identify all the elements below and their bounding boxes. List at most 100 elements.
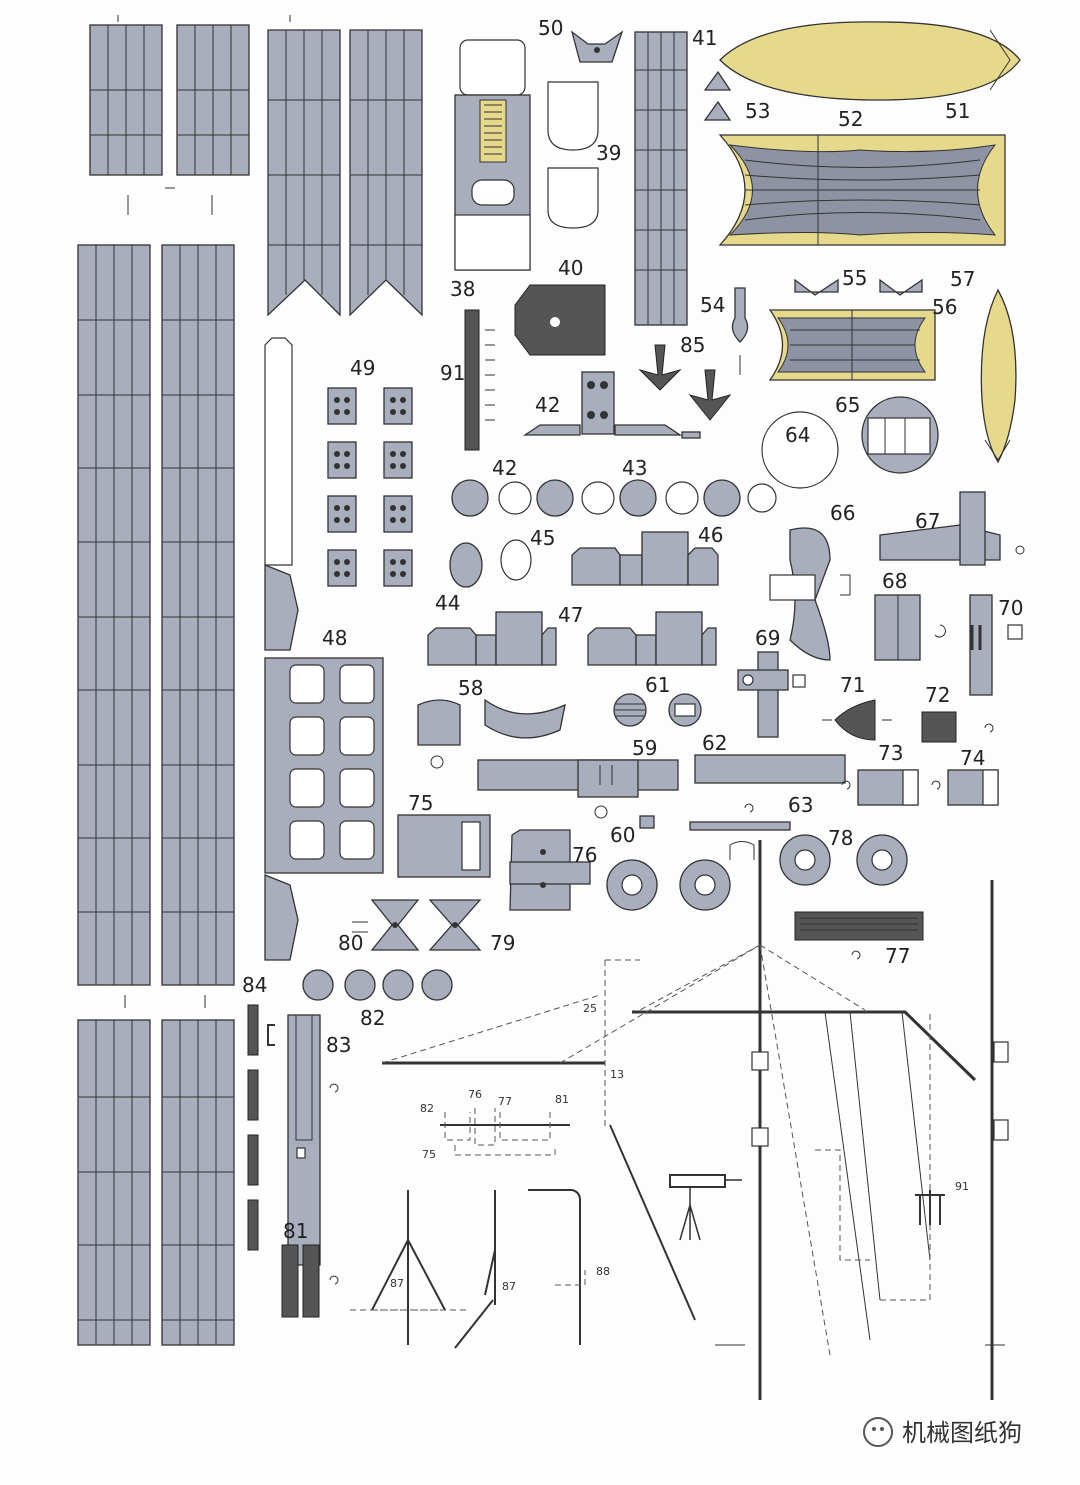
part-52-lifeboat-hull [718, 134, 1006, 246]
wechat-logo-icon [863, 1417, 893, 1447]
part-64-disc [761, 411, 839, 489]
part-58 [417, 698, 566, 769]
diagram-label-87-b: 87 [502, 1280, 516, 1293]
part-47-boxes [427, 611, 717, 666]
part-77 [794, 911, 924, 960]
part-60 [639, 815, 655, 829]
label-58: 58 [458, 676, 483, 700]
part-82-discs [302, 969, 453, 1001]
diagram-label-13: 13 [610, 1068, 624, 1081]
diagram-label-91: 91 [955, 1180, 969, 1193]
label-70: 70 [998, 596, 1023, 620]
label-38: 38 [450, 277, 475, 301]
part-41-funnel-panel [634, 31, 688, 326]
hull-panel-top-left [89, 24, 163, 176]
part-75 [397, 814, 491, 878]
label-61: 61 [645, 673, 670, 697]
part-84-strips [247, 1004, 275, 1251]
part-54 [731, 287, 749, 375]
part-45 [500, 539, 532, 581]
part-74 [931, 769, 999, 806]
label-67: 67 [915, 509, 940, 533]
part-39-windscreens [547, 81, 599, 229]
label-77: 77 [885, 944, 910, 968]
subassembly-75-82 [440, 1108, 570, 1156]
label-79: 79 [490, 931, 515, 955]
label-41: 41 [692, 26, 717, 50]
assembly-diagram [350, 840, 1009, 1400]
label-43: 43 [622, 456, 647, 480]
part-66-bracket [769, 527, 851, 661]
label-72: 72 [925, 683, 950, 707]
part-65-drum [861, 396, 939, 474]
diagram-label-75: 75 [422, 1148, 436, 1161]
part-73 [841, 769, 919, 806]
label-54: 54 [700, 293, 725, 317]
label-65: 65 [835, 393, 860, 417]
part-91-ladder [464, 309, 495, 451]
part-70 [969, 594, 1023, 696]
hull-panel-long-left [77, 244, 151, 986]
part-62 [694, 754, 846, 784]
label-48: 48 [322, 626, 347, 650]
bow-panel-right [349, 29, 423, 317]
part-44 [449, 542, 483, 588]
label-69: 69 [755, 626, 780, 650]
part-78-wheels [606, 834, 908, 911]
part-42-mount [522, 371, 701, 439]
watermark: 机械图纸狗 [863, 1417, 1022, 1447]
label-44: 44 [435, 591, 460, 615]
diagram-label-82: 82 [420, 1102, 434, 1115]
label-82: 82 [360, 1006, 385, 1030]
label-76: 76 [572, 843, 597, 867]
part-81 [281, 1244, 339, 1318]
diagram-label-77: 77 [498, 1095, 512, 1108]
part-51-lifeboat [719, 21, 1021, 101]
label-63: 63 [788, 793, 813, 817]
part-87-tripods [350, 1189, 586, 1349]
watermark-text: 机械图纸狗 [902, 1419, 1022, 1447]
part-63 [689, 803, 791, 860]
hull-panels [77, 15, 423, 1346]
label-52: 52 [838, 107, 863, 131]
label-57: 57 [950, 267, 975, 291]
diagram-label-81: 81 [555, 1093, 569, 1106]
label-49: 49 [350, 356, 375, 380]
label-66: 66 [830, 501, 855, 525]
label-83: 83 [326, 1033, 351, 1057]
hull-panel-top-right [176, 24, 250, 176]
label-62: 62 [702, 731, 727, 755]
label-42-a: 42 [535, 393, 560, 417]
part-53 [703, 70, 732, 121]
label-51: 51 [945, 99, 970, 123]
part-59 [477, 759, 679, 819]
label-39: 39 [596, 141, 621, 165]
part-57-boat [980, 288, 1017, 464]
part-76 [509, 829, 591, 911]
deck-strip [264, 337, 384, 961]
label-45: 45 [530, 526, 555, 550]
part-71 [822, 699, 892, 741]
hull-panel-long-right [161, 244, 235, 986]
part-61 [613, 693, 702, 727]
label-73: 73 [878, 741, 903, 765]
label-75: 75 [408, 791, 433, 815]
part-50 [570, 30, 624, 63]
label-59: 59 [632, 736, 657, 760]
label-50: 50 [538, 16, 563, 40]
part-48-hatches [289, 664, 375, 860]
diagram-label-76: 76 [468, 1088, 482, 1101]
label-91: 91 [440, 361, 465, 385]
part-56-boat-hull [768, 309, 936, 381]
diagram-label-25: 25 [583, 1002, 597, 1015]
label-81: 81 [283, 1219, 308, 1243]
label-84: 84 [242, 973, 267, 997]
bow-panel-left [267, 29, 341, 317]
diagram-label-87-a: 87 [390, 1277, 404, 1290]
label-42-b: 42 [492, 456, 517, 480]
part-number-labels: 50 41 51 53 52 39 38 40 54 55 56 57 91 8… [242, 16, 1023, 1243]
label-53: 53 [745, 99, 770, 123]
diagram-labels: 25 13 82 76 77 81 75 87 87 88 91 [390, 1002, 969, 1293]
part-55 [794, 278, 923, 296]
